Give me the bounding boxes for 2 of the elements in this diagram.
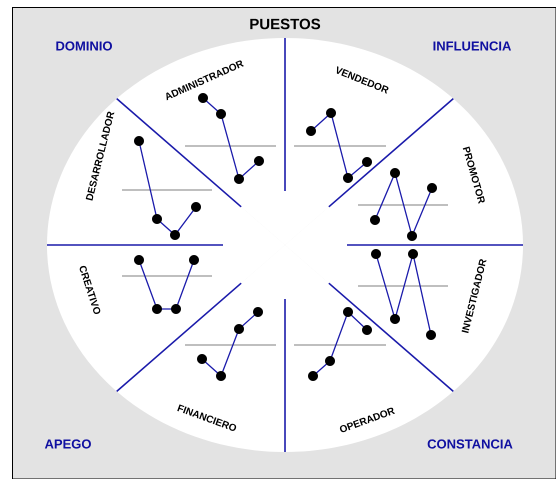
quadrant-label: APEGO xyxy=(44,439,91,449)
title: PUESTOS xyxy=(250,18,320,30)
